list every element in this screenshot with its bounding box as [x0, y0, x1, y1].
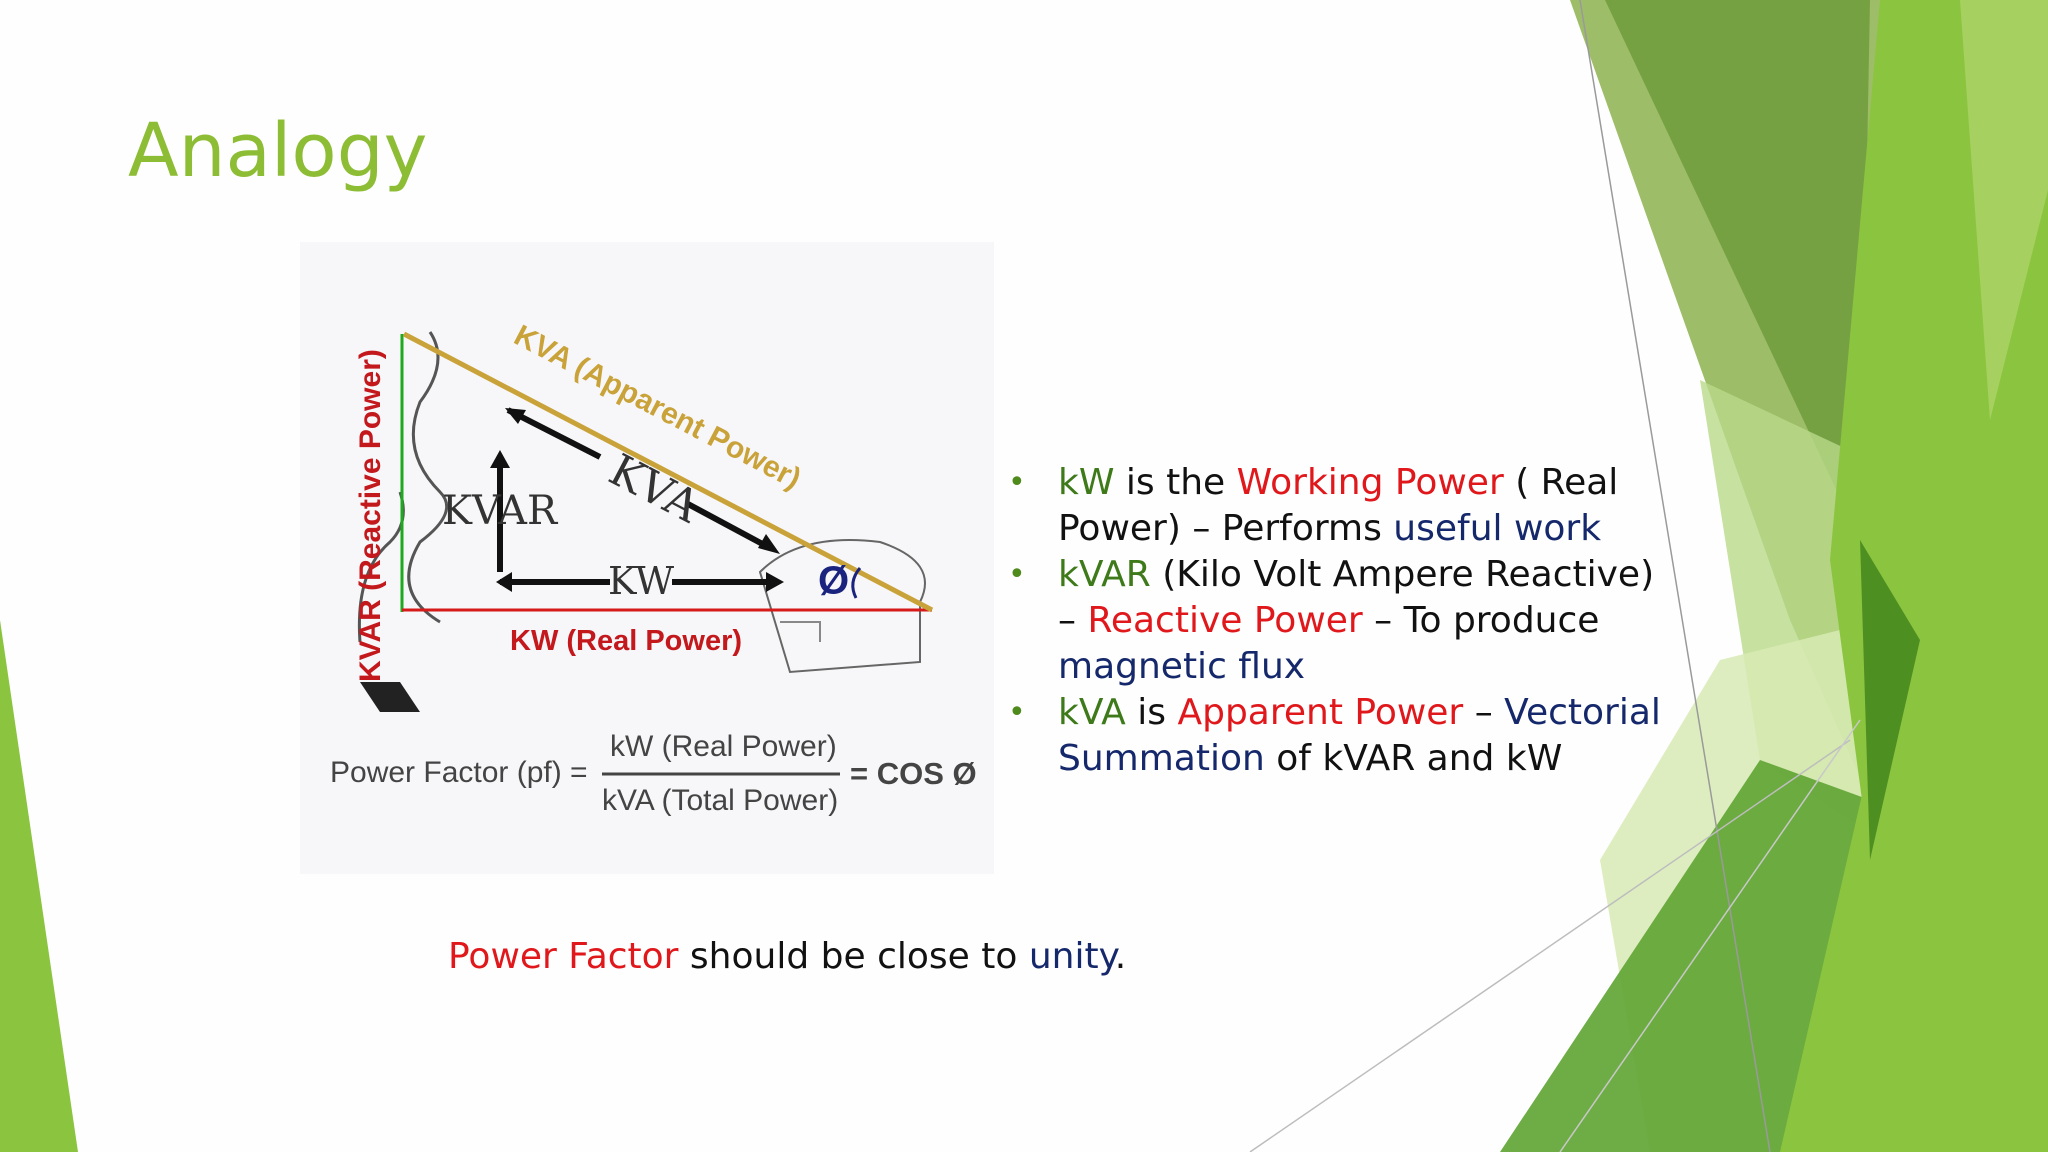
bullet-text: – To produce	[1362, 600, 1600, 641]
kva-hypotenuse-line	[402, 331, 934, 613]
working-power-term: Working Power	[1236, 462, 1504, 503]
bullet-text: (Kilo Volt Ampere Reactive) –	[1058, 554, 1655, 641]
angle-symbol: Ø	[818, 559, 849, 603]
bullet-text: ( Real Power) – Performs	[1058, 462, 1619, 549]
kva-arrow-label: KVA	[601, 445, 709, 534]
power-triangle-figure: KVA (Apparent Power) KVAR (Reactive Powe…	[300, 242, 994, 874]
magnetic-flux-term: magnetic flux	[1058, 646, 1306, 687]
bullet-list: • kW is the Working Power ( Real Power) …	[1008, 460, 1668, 782]
apparent-power-term: Apparent Power	[1177, 692, 1464, 733]
power-factor-term: Power Factor	[448, 936, 679, 977]
kw-arrow-label: KW	[608, 559, 674, 603]
unity-term: unity	[1028, 936, 1115, 977]
bullet-text: –	[1463, 692, 1505, 733]
kva-term: kVA	[1058, 692, 1126, 733]
kw-term: kW	[1058, 462, 1115, 503]
footer-text: should be close to	[678, 936, 1029, 977]
bullet-text: is the	[1114, 462, 1237, 503]
footer-statement: Power Factor should be close to unity.	[448, 936, 1126, 977]
kvar-reactive-label: KVAR (Reactive Power)	[354, 349, 387, 682]
vectorial-summation-term: Vectorial Summation	[1058, 692, 1661, 779]
kvar-term: kVAR	[1058, 554, 1151, 595]
formula-rhs: = COS Ø	[850, 756, 977, 791]
bullet-text: of kVAR and kW	[1264, 738, 1563, 779]
bullet-item-kva: • kVA is Apparent Power – Vectorial Summ…	[1008, 690, 1668, 782]
bullet-item-kvar: • kVAR (Kilo Volt Ampere Reactive) – Rea…	[1008, 552, 1668, 690]
kvar-arrow-label: KVAR	[442, 488, 559, 534]
formula-numerator: kW (Real Power)	[610, 730, 837, 763]
formula-denominator: kVA (Total Power)	[602, 784, 838, 817]
footer-period: .	[1114, 936, 1127, 977]
reactive-power-term: Reactive Power	[1087, 600, 1363, 641]
bullet-item-kw: • kW is the Working Power ( Real Power) …	[1008, 460, 1668, 552]
slide-title: Analogy	[128, 108, 428, 194]
power-triangle-diagram: KVA (Apparent Power) KVAR (Reactive Powe…	[330, 319, 977, 817]
useful-work-term: useful work	[1393, 508, 1602, 549]
kw-real-label: KW (Real Power)	[510, 625, 742, 657]
bullet-dot-icon: •	[1008, 465, 1026, 500]
bullet-dot-icon: •	[1008, 557, 1026, 592]
bullet-text: is	[1125, 692, 1178, 733]
bullet-dot-icon: •	[1008, 695, 1026, 730]
formula-lhs: Power Factor (pf) =	[330, 756, 588, 789]
